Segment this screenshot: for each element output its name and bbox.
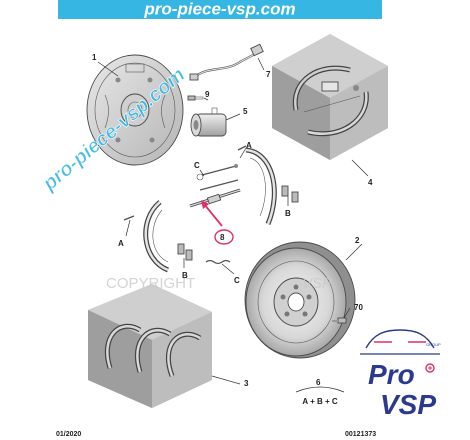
logo-group-text: GROUP bbox=[426, 342, 441, 347]
top-banner: pro-piece-vsp.com bbox=[58, 0, 382, 19]
banner-text: pro-piece-vsp.com bbox=[143, 0, 295, 19]
callout-b-left: B bbox=[182, 271, 188, 280]
callout-70: 70 bbox=[354, 303, 363, 312]
shoe-assembly bbox=[123, 145, 299, 273]
pro-vsp-logo: GROUP Pro VSP bbox=[360, 329, 441, 420]
callout-a-top: A bbox=[246, 141, 252, 150]
kit-formula: A + B + C bbox=[302, 397, 337, 406]
callout-8: 8 bbox=[220, 233, 225, 242]
callout-a-left: A bbox=[118, 239, 124, 248]
bleed-screw bbox=[187, 95, 204, 101]
callout-4: 4 bbox=[368, 178, 373, 187]
callout-labels: 1 2 3 4 5 6 7 8 9 70 A A B B C C bbox=[92, 53, 373, 388]
brake-hose bbox=[189, 43, 264, 81]
callout-b-right: B bbox=[285, 209, 291, 218]
car-icon bbox=[360, 329, 440, 355]
drum-bolt bbox=[332, 317, 347, 324]
plus-icon bbox=[425, 363, 435, 373]
footer-ref: 00121373 bbox=[345, 431, 376, 438]
logo-line-2: VSP bbox=[380, 389, 436, 420]
callout-2: 2 bbox=[355, 236, 360, 245]
logo-line-1: Pro bbox=[368, 359, 415, 390]
callout-9: 9 bbox=[205, 90, 210, 99]
copyright-watermark: COPYRIGHT bbox=[106, 275, 195, 292]
wheel-cylinder bbox=[190, 107, 227, 137]
callout-5: 5 bbox=[243, 107, 248, 116]
banner-background bbox=[58, 0, 382, 19]
brake-drum bbox=[244, 241, 356, 359]
footer-date: 01/2020 bbox=[56, 431, 81, 438]
callout-7: 7 bbox=[266, 70, 271, 79]
callout-c-top: C bbox=[194, 161, 200, 170]
kit-composition: A + B + C bbox=[295, 386, 345, 406]
callout-1: 1 bbox=[92, 53, 97, 62]
shoe-kit-box-bottom bbox=[88, 284, 212, 408]
callout-c-bottom: C bbox=[234, 276, 240, 285]
callout-6: 6 bbox=[316, 378, 321, 387]
copyright-watermark-suffix: VSP bbox=[302, 275, 332, 292]
backing-plate bbox=[86, 54, 184, 166]
shoe-kit-box-top bbox=[272, 34, 388, 160]
callout-3: 3 bbox=[244, 379, 249, 388]
footer: 01/2020 00121373 bbox=[56, 431, 376, 438]
leader-lines bbox=[97, 57, 369, 385]
